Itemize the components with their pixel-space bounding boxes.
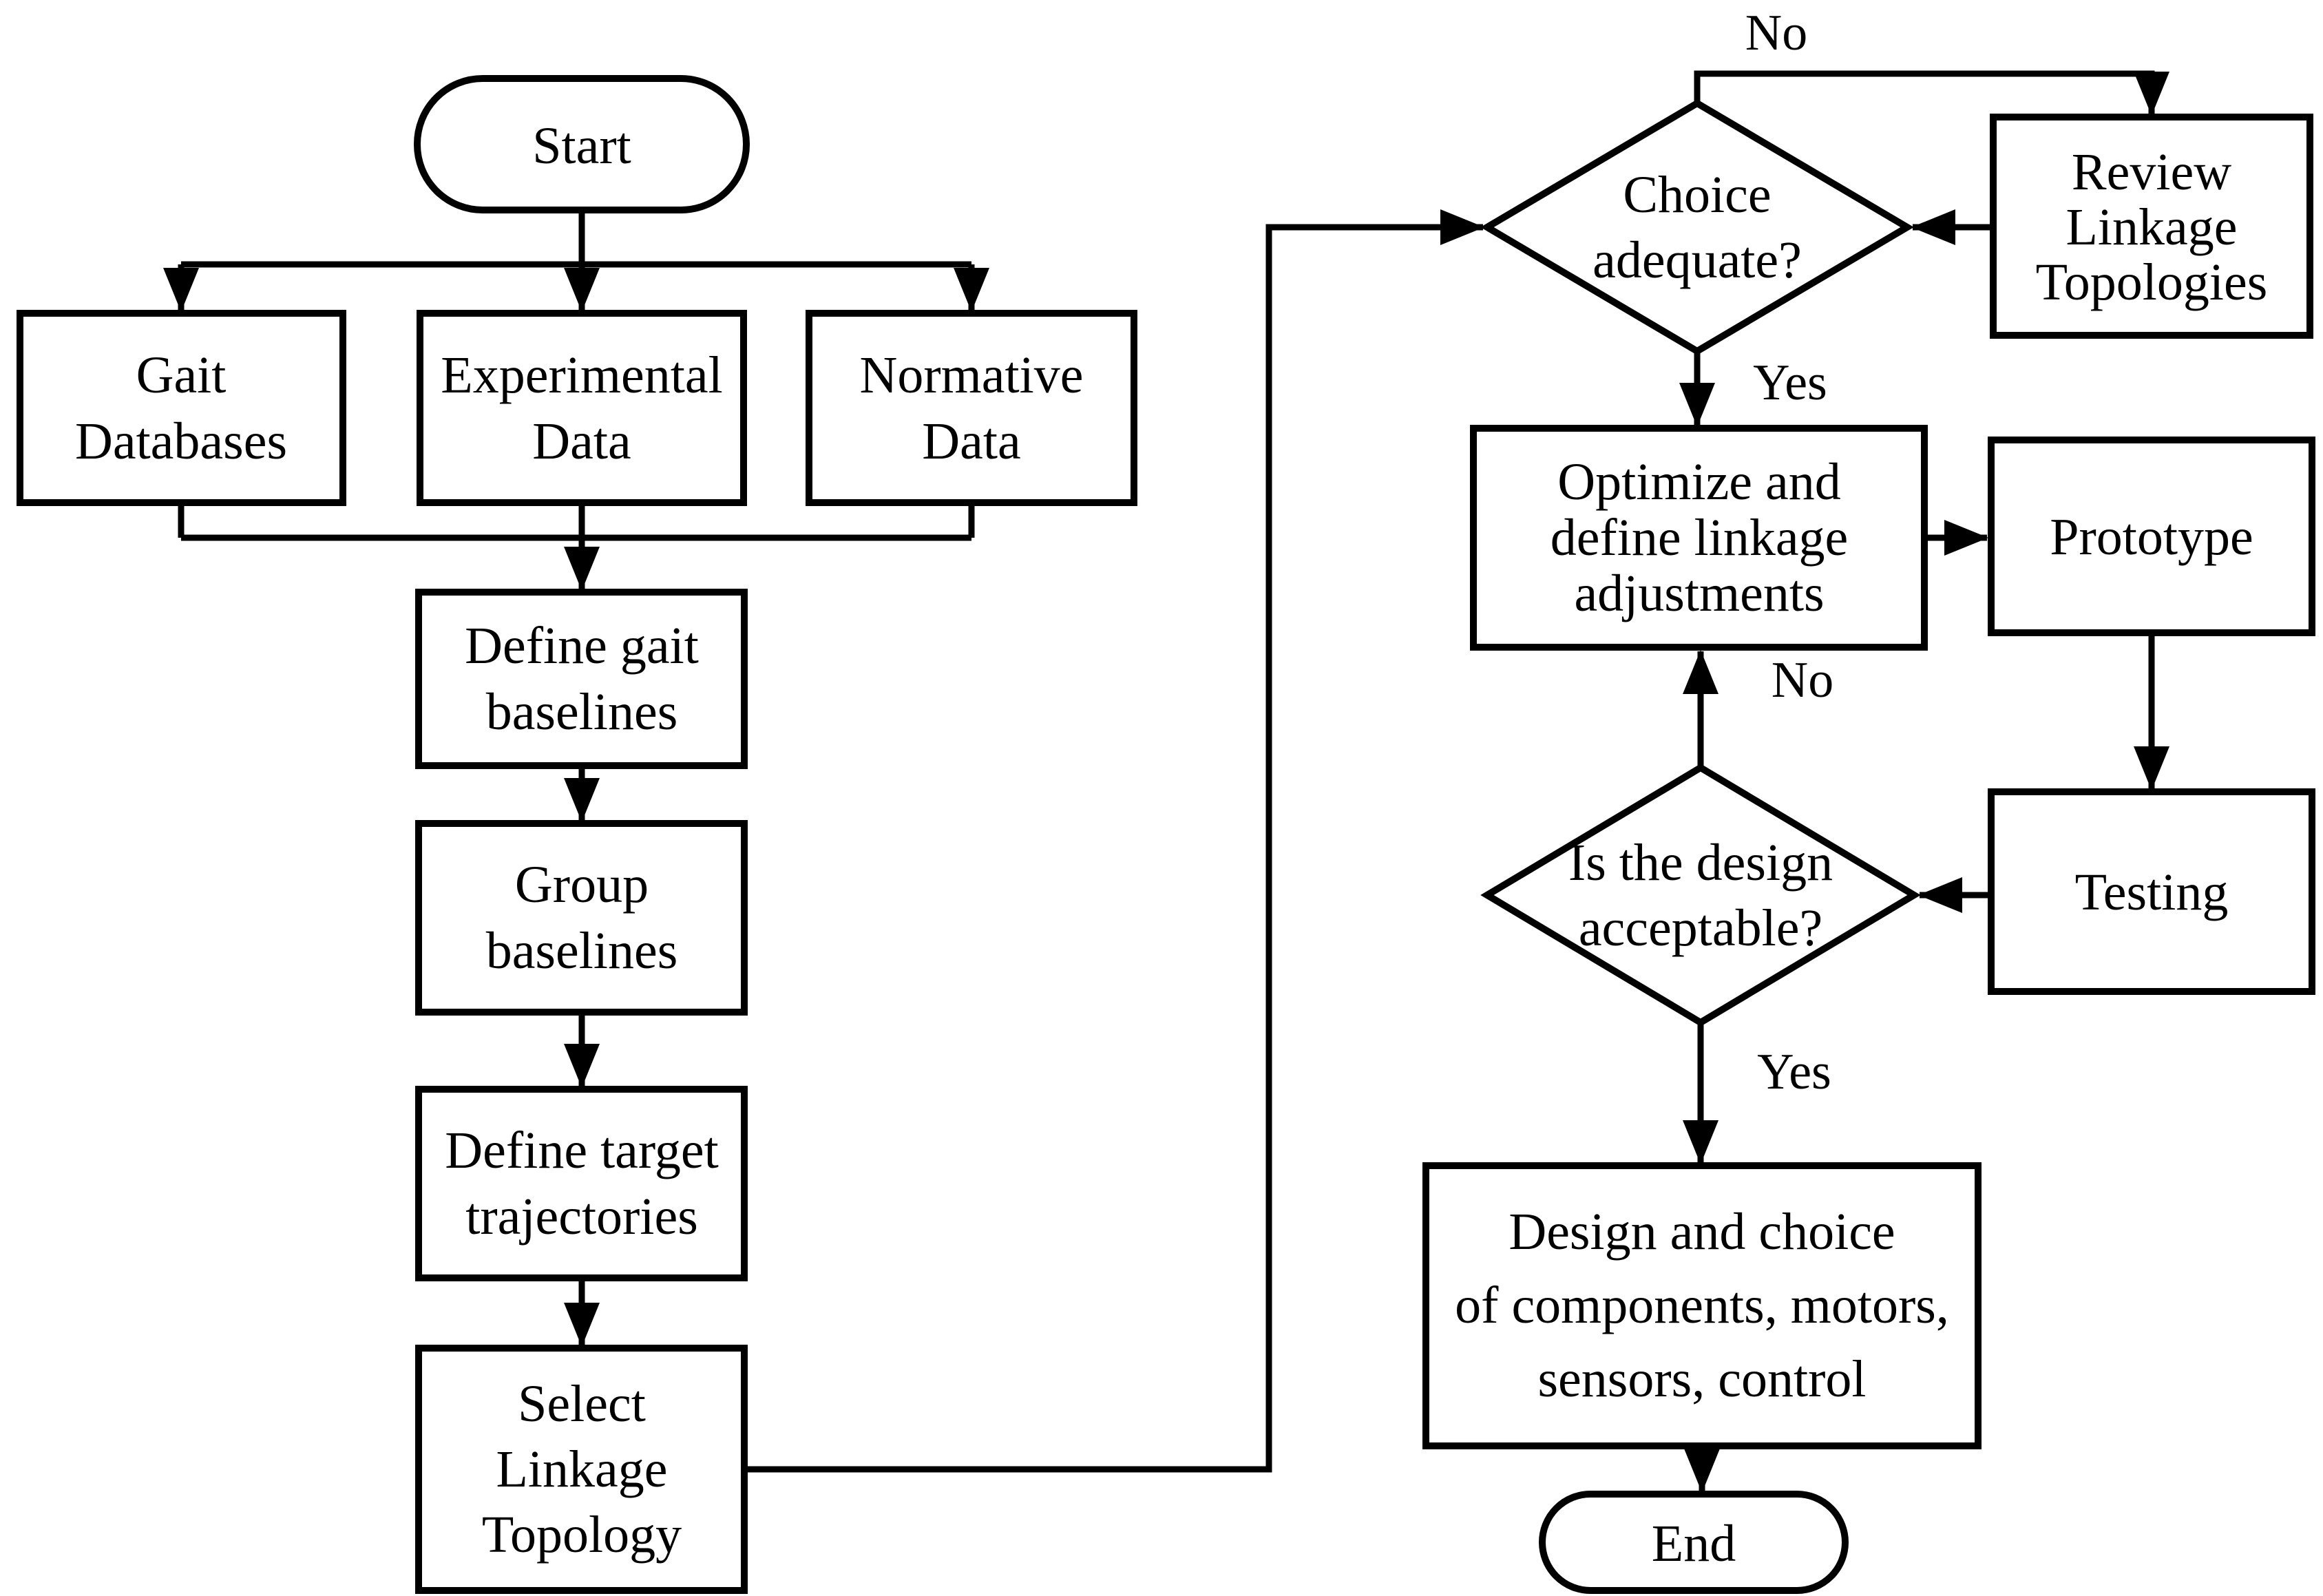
node-optimize-define-linkage-line1: Optimize and [1557, 453, 1841, 511]
node-end-label: End [1652, 1515, 1736, 1573]
node-select-linkage-topology-line3: Topology [482, 1506, 682, 1564]
node-experimental-data-line1: Experimental [441, 346, 722, 404]
node-gait-databases-line2: Databases [75, 412, 287, 470]
node-define-target-trajectories-shape [415, 1086, 748, 1281]
node-define-gait-baselines-line1: Define gait [465, 617, 699, 675]
node-testing-label: Testing [2075, 863, 2229, 921]
node-normative-data-shape [806, 310, 1137, 506]
node-review-linkage-topologies-line2: Linkage [2066, 198, 2237, 256]
node-define-target-trajectories-line2: trajectories [465, 1188, 698, 1246]
node-review-linkage-topologies-shape [1990, 114, 2313, 339]
edge-label-design-yes: Yes [1757, 1044, 1831, 1100]
node-select-linkage-topology-line2: Linkage [496, 1440, 667, 1498]
node-design-and-choice-line2: of components, motors, [1455, 1277, 1949, 1334]
node-experimental-data-shape [417, 310, 747, 506]
node-normative-data-line1: Normative [859, 346, 1083, 404]
node-review-linkage-topologies-line3: Topologies [2036, 253, 2268, 311]
node-group-baselines-shape [415, 820, 748, 1016]
edge-select-to-choice-diamond [744, 209, 1484, 1473]
edge-label-design-no: No [1772, 652, 1833, 708]
node-gait-databases-line1: Gait [136, 346, 227, 404]
node-choice-adequate-shape [1480, 99, 1914, 355]
node-optimize-define-linkage-line2: define linkage [1551, 509, 1849, 567]
node-normative-data-line2: Data [922, 412, 1020, 470]
node-choice-adequate-line1: Choice [1623, 166, 1771, 224]
node-prototype-label: Prototype [2050, 508, 2253, 566]
edge-label-choice-yes: Yes [1753, 355, 1827, 411]
node-design-and-choice-line3: sensors, control [1537, 1350, 1866, 1408]
node-design-acceptable-line2: acceptable? [1579, 899, 1822, 957]
node-optimize-define-linkage-shape [1470, 425, 1928, 651]
node-define-gait-baselines-shape [415, 589, 748, 769]
node-design-acceptable-line1: Is the design [1568, 834, 1833, 892]
node-prototype-shape [1988, 437, 2315, 636]
node-group-baselines-line2: baselines [486, 922, 678, 980]
node-define-gait-baselines-line2: baselines [486, 683, 678, 741]
node-define-target-trajectories-line1: Define target [445, 1122, 718, 1179]
node-design-and-choice-shape [1422, 1162, 1982, 1449]
node-select-linkage-topology-line1: Select [518, 1375, 646, 1433]
node-select-linkage-topology-shape [415, 1345, 748, 1594]
node-review-linkage-topologies-line1: Review [2072, 143, 2231, 201]
node-choice-adequate-line2: adequate? [1593, 231, 1802, 289]
node-gait-databases-shape [17, 310, 346, 506]
node-start-label: Start [532, 117, 631, 175]
node-optimize-define-linkage-line3: adjustments [1574, 565, 1824, 622]
node-design-and-choice-line1: Design and choice [1509, 1203, 1895, 1261]
node-testing-shape [1988, 788, 2315, 995]
node-experimental-data-line2: Data [532, 412, 631, 470]
node-end-shape [1539, 1491, 1849, 1594]
node-group-baselines-line1: Group [515, 856, 649, 914]
edge-choice-no-loop [1694, 70, 2169, 116]
edge-label-choice-no: No [1745, 5, 1807, 61]
node-start-shape [414, 75, 750, 213]
node-design-acceptable-shape [1480, 764, 1921, 1027]
